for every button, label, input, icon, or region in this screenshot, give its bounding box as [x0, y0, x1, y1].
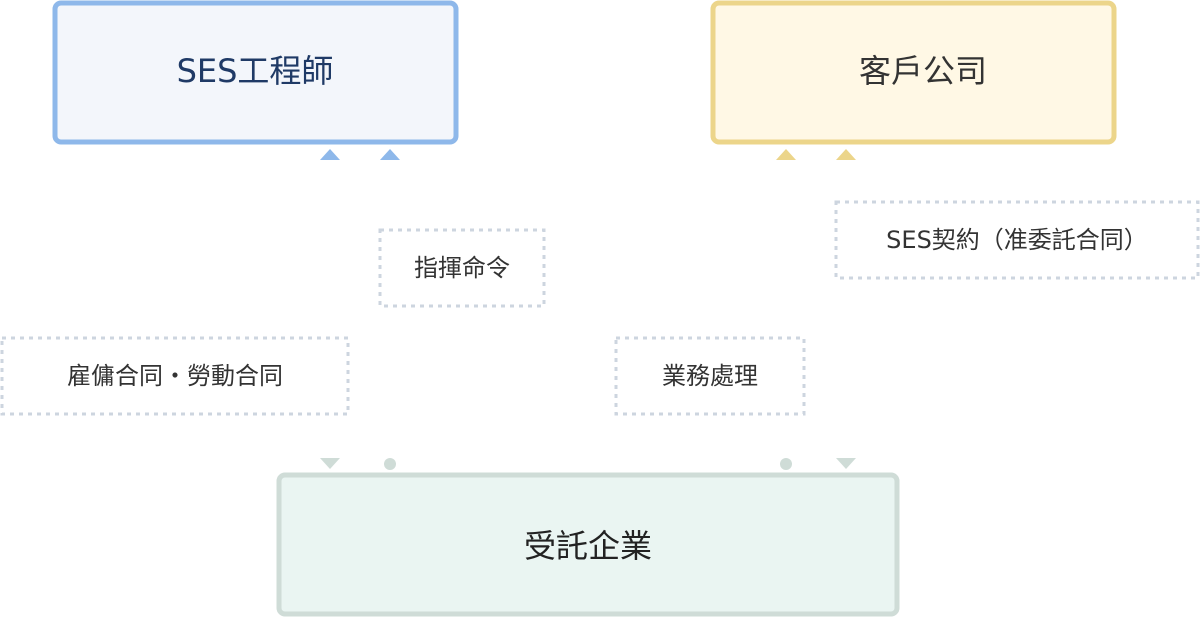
- label-box: [614, 336, 806, 416]
- client-node-label: 客戶公司: [859, 52, 987, 90]
- label-command: 指揮命令: [378, 228, 546, 308]
- node-box: [710, 0, 1117, 145]
- label-employment: 雇傭合同・勞動合同: [0, 336, 350, 416]
- node-box: [52, 0, 459, 145]
- connector-dot-icon: [780, 458, 792, 470]
- arrowhead-up-icon: [836, 149, 856, 160]
- label-contract: SES契約（准委託合同）: [834, 200, 1200, 280]
- edge-employment: [320, 149, 340, 469]
- node-box: [276, 472, 900, 617]
- arrowhead-up-icon: [776, 149, 796, 160]
- label-box: [0, 336, 350, 416]
- connector-dot-icon: [384, 458, 396, 470]
- edge-contract: [836, 149, 856, 469]
- edge-business: [776, 149, 796, 470]
- arrowhead-up-icon: [320, 149, 340, 160]
- arrowhead-up-icon: [380, 149, 400, 160]
- label-business: 業務處理: [614, 336, 806, 416]
- engineer-node-label: SES工程師: [177, 52, 334, 90]
- arrowhead-down-icon: [320, 458, 340, 469]
- label-box: [834, 200, 1200, 280]
- node-contractor: 受託企業: [276, 472, 900, 617]
- node-engineer: SES工程師: [52, 0, 459, 145]
- label-box: [378, 228, 546, 308]
- command-label: 指揮命令: [414, 254, 510, 282]
- employment-label: 雇傭合同・勞動合同: [67, 362, 283, 390]
- contractor-node-label: 受託企業: [524, 527, 652, 565]
- business-label: 業務處理: [662, 362, 758, 390]
- node-client: 客戶公司: [710, 0, 1117, 145]
- contract-label: SES契約（准委託合同）: [886, 226, 1148, 254]
- edge-command: [380, 149, 400, 470]
- arrowhead-down-icon: [836, 458, 856, 469]
